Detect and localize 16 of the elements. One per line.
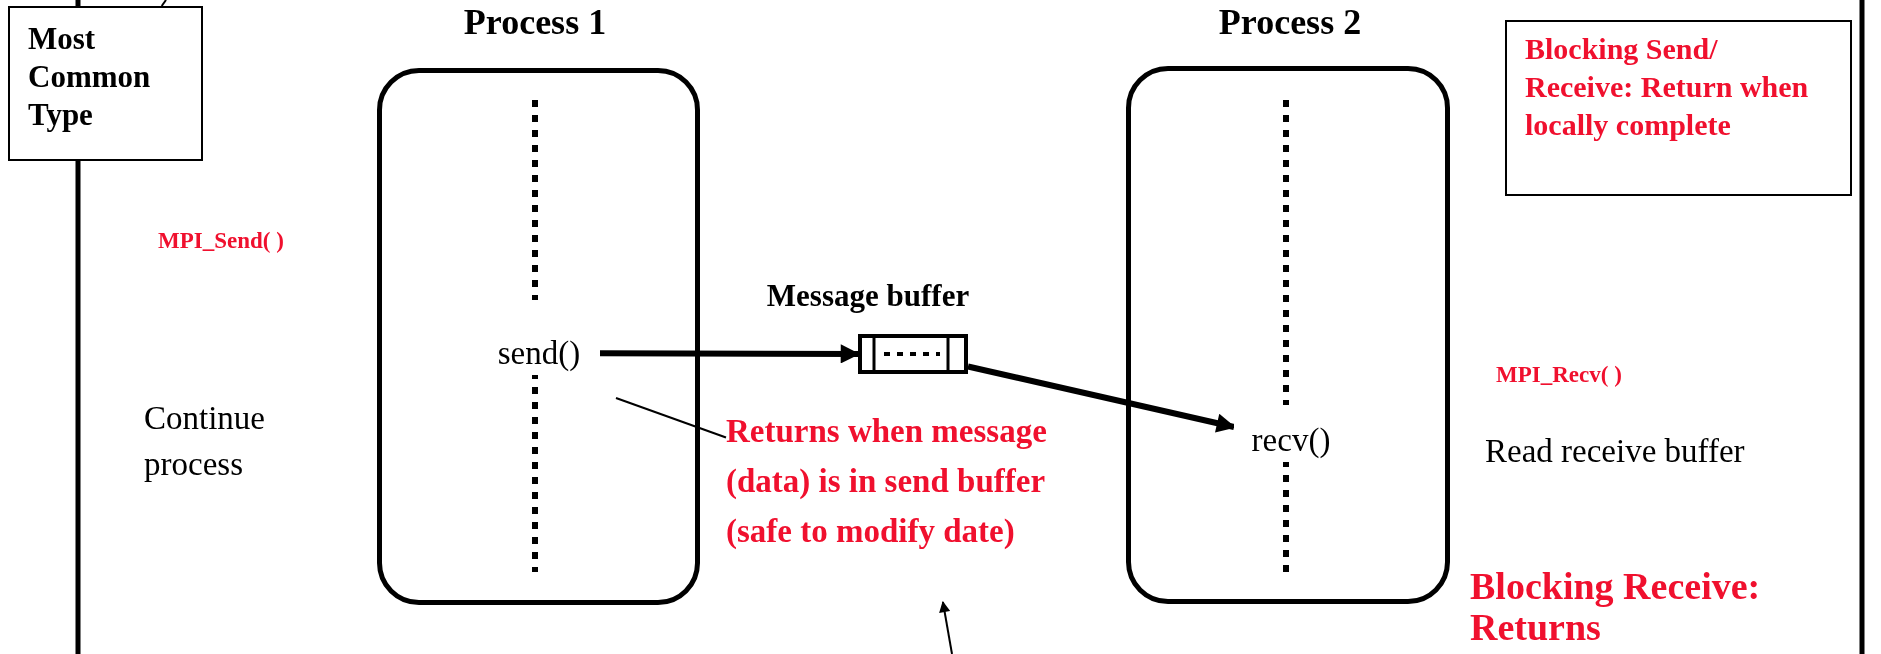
leader-line — [615, 397, 727, 439]
process-title: Process 1 — [462, 2, 608, 42]
step-label: Continue process — [144, 399, 266, 484]
function-label: MPI_Send( ) — [158, 227, 285, 255]
arrow — [967, 363, 1236, 433]
process-title: Process 2 — [1217, 2, 1363, 42]
function-label: MPI_Recv( ) — [1496, 361, 1623, 389]
buffer-label: Message buffer — [765, 277, 971, 315]
arrow — [600, 344, 860, 364]
step-label: Read receive buffer — [1485, 432, 1746, 471]
note-box: Blocking Send/ Receive: Return when locally complete — [1505, 20, 1852, 196]
note-box: Most Common Type — [8, 6, 203, 161]
arrow — [939, 600, 953, 654]
annotation-text: Blocking Receive: Returns — [1470, 566, 1762, 648]
annotation-text: Returns when message (data) is in send buffer (safe to modify date) — [726, 406, 1118, 610]
leader-line — [160, 0, 167, 7]
